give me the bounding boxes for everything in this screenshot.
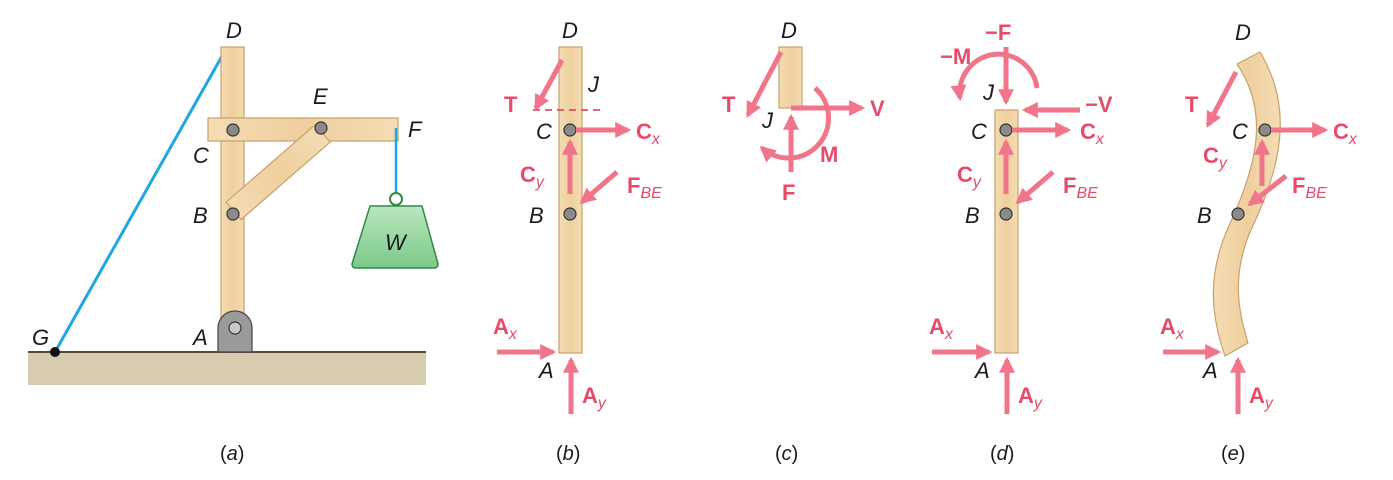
force-label-t-b: T: [504, 92, 518, 117]
force-label-ax-d: Ax: [929, 314, 954, 343]
panel-b: D J C B A T Cx Cy FBE Ax Ay (b): [493, 18, 662, 465]
caption-a: (a): [220, 443, 244, 465]
force-label-fbe-e: FBE: [1292, 173, 1327, 202]
force-label-ax-b: Ax: [493, 314, 518, 343]
force-label-cx-d: Cx: [1080, 119, 1105, 148]
panel-c: D J T V M F (c): [722, 18, 885, 465]
label-e: E: [313, 84, 328, 109]
force-label-t-c: T: [722, 92, 736, 117]
label-d-c: D: [781, 18, 797, 43]
force-label-fbe-d: FBE: [1063, 173, 1098, 202]
label-d-b: D: [562, 18, 578, 43]
label-a-d: A: [973, 358, 990, 383]
ground: [28, 352, 426, 385]
label-b: B: [193, 203, 208, 228]
arrow-m-c: [759, 86, 831, 163]
pin-b-e: [1231, 207, 1245, 221]
pin-e: [314, 121, 328, 135]
label-c-b: C: [536, 119, 552, 144]
force-label-fbe-b: FBE: [627, 173, 662, 202]
panel-d: −M −F −V J C B A Cx Cy FBE Ax Ay (d): [929, 20, 1113, 465]
force-label-ay-b: Ay: [582, 383, 607, 412]
force-label-negf-d: −F: [985, 20, 1011, 45]
force-label-cy-e: Cy: [1203, 143, 1228, 172]
label-c: C: [193, 143, 209, 168]
arrow-fbe-e: [1247, 174, 1288, 206]
label-b-d: B: [965, 203, 980, 228]
caption-b: (b): [556, 443, 580, 465]
pin-c-e: [1258, 123, 1272, 137]
label-d-e: D: [1235, 20, 1251, 45]
post-free-body-d: [994, 109, 1019, 354]
label-a-b: A: [537, 358, 554, 383]
arrow-t-c: [745, 50, 784, 118]
force-label-ay-d: Ay: [1018, 383, 1043, 412]
label-c-e: C: [1232, 119, 1248, 144]
force-label-f-c: F: [782, 180, 795, 205]
label-g: G: [32, 325, 49, 350]
label-b-b: B: [529, 203, 544, 228]
force-label-negv-d: −V: [1085, 92, 1113, 117]
force-label-t-e: T: [1185, 92, 1199, 117]
panel-e: D C B A T Cx Cy FBE Ax Ay (e): [1160, 20, 1358, 465]
label-a-e: A: [1201, 358, 1218, 383]
label-a: A: [191, 325, 208, 350]
label-j-d: J: [982, 80, 995, 105]
weight-w: [351, 205, 439, 269]
pin-c: [226, 123, 240, 137]
caption-c: (c): [775, 443, 798, 465]
force-label-cx-e: Cx: [1333, 119, 1358, 148]
force-label-m-c: M: [820, 142, 838, 167]
label-f: F: [408, 117, 423, 142]
caption-e: (e): [1221, 443, 1245, 465]
label-j-c: J: [761, 108, 774, 133]
force-label-negm-d: −M: [940, 44, 971, 69]
cable-gd: [53, 48, 228, 353]
post-free-body-b: [558, 46, 583, 354]
anchor-g: [50, 347, 60, 357]
caption-d: (d): [990, 443, 1014, 465]
label-b-e: B: [1197, 203, 1212, 228]
arrow-fbe-d: [1015, 170, 1055, 205]
weight-hook: [389, 192, 403, 206]
pin-b: [226, 207, 240, 221]
arrow-negm-d: [950, 51, 1040, 102]
pin-b-d: [999, 207, 1013, 221]
arrow-t-e: [1205, 70, 1239, 128]
force-label-ay-e: Ay: [1249, 383, 1274, 412]
force-label-cy-d: Cy: [957, 162, 982, 191]
force-label-v-c: V: [870, 96, 885, 121]
pin-c-d: [999, 123, 1013, 137]
force-label-cx-b: Cx: [636, 119, 661, 148]
segment-dj: [778, 46, 803, 109]
force-label-cy-b: Cy: [520, 162, 545, 191]
label-c-d: C: [971, 119, 987, 144]
label-d: D: [226, 18, 242, 43]
panel-a: D E F C B A G W (a): [28, 18, 439, 465]
pin-b-b: [563, 207, 577, 221]
pin-c-b: [563, 123, 577, 137]
arrow-t-b: [533, 58, 565, 111]
label-j-b: J: [587, 72, 600, 97]
pin-a: [228, 321, 242, 335]
force-label-ax-e: Ax: [1160, 314, 1185, 343]
label-w: W: [385, 230, 408, 255]
arrow-fbe-b: [579, 170, 619, 205]
